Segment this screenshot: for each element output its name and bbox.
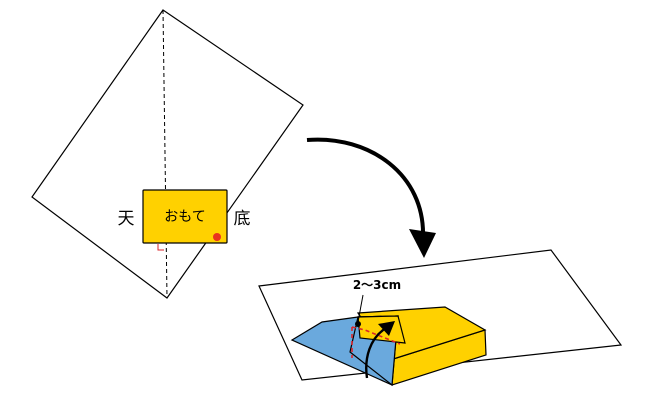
wrapping-paper-sheet	[31, 9, 304, 299]
measurement-dot	[355, 321, 361, 327]
step2-group: 2～3cm	[258, 249, 623, 387]
fold-up-arrowhead	[378, 321, 395, 336]
center-fold-dashed-line	[162, 9, 168, 299]
top-side-label: 天	[118, 209, 135, 229]
fold-guide-dashed-diagonal	[351, 326, 401, 345]
bottom-side-label: 底	[234, 209, 251, 229]
gift-box-corner-front	[357, 315, 406, 344]
transition-arrow	[306, 137, 436, 258]
step1-group: おもて 天 底	[31, 9, 304, 299]
fold-up-arrow	[365, 326, 387, 379]
box-face-label: おもて	[164, 209, 205, 225]
measurement-pointer-line	[357, 294, 364, 323]
fold-distance-label: 2～3cm	[353, 278, 401, 292]
transition-arrowhead	[409, 229, 436, 258]
gift-box-top-view	[142, 189, 228, 244]
right-angle-mark	[157, 244, 164, 251]
red-corner-marker	[213, 233, 221, 241]
